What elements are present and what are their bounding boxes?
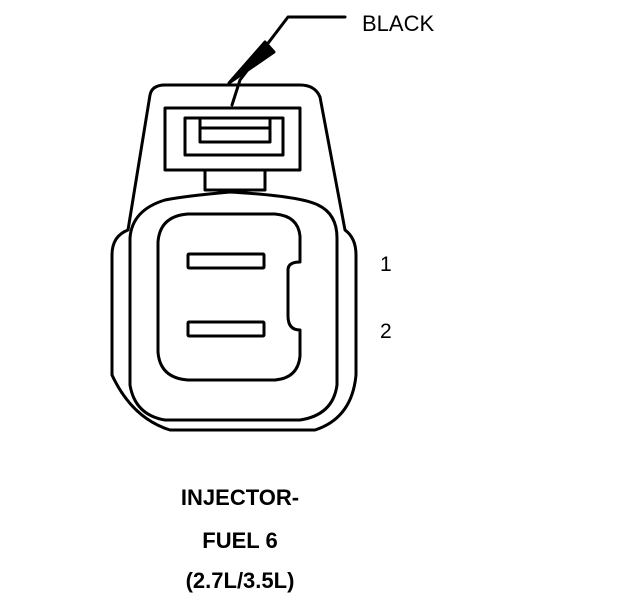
caption-line-1: INJECTOR- [180,485,300,510]
latch-cap [198,116,272,144]
terminal-cavity [156,212,302,382]
connector-outer-housing [110,83,358,432]
latch-frame [163,106,302,172]
pin-label-2: 2 [380,320,392,343]
latch-slot [203,168,267,192]
terminal-pin-1 [186,252,266,270]
pin-label-1: 1 [380,253,392,276]
callout-arrowhead [227,40,276,85]
callout-label-black: BLACK [362,11,435,36]
connector-inner-shroud [128,190,339,422]
terminal-pin-2 [186,320,266,338]
caption-line-3: (2.7L/3.5L) [185,568,295,593]
caption-line-2: FUEL 6 [202,528,278,553]
